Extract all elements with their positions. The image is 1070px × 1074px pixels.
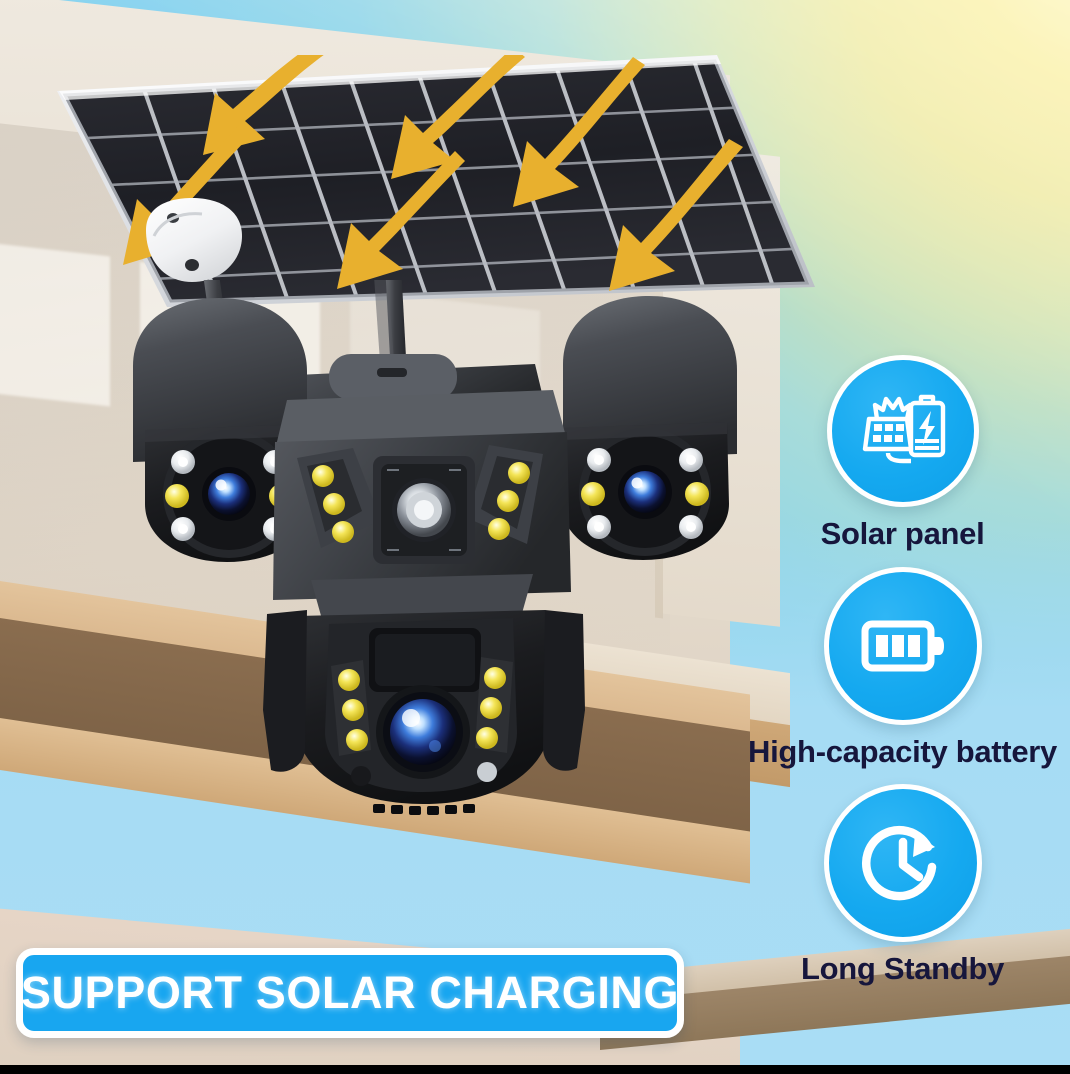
clock-refresh-icon (861, 826, 936, 901)
standby-badge (823, 784, 982, 943)
battery-full-icon (861, 620, 944, 672)
banner-text: SUPPORT SOLAR CHARGING (20, 967, 680, 1018)
battery-badge (823, 566, 982, 725)
feature-label: High-capacity battery (748, 733, 1057, 769)
feature-solar-panel: Solar panel (735, 355, 1070, 551)
camera-center-module (273, 390, 571, 600)
feature-list: Solar panel High-capacity battery (735, 355, 1070, 986)
solar-panel-battery-icon (862, 394, 945, 464)
feature-label: Long Standby (800, 951, 1005, 987)
feature-label: Solar panel (820, 516, 985, 551)
footer-black-bar (0, 1065, 1070, 1074)
wall-mount-bracket (140, 196, 245, 286)
feature-high-capacity-battery: High-capacity battery (735, 566, 1070, 769)
solar-panel-badge (826, 355, 979, 507)
camera-pod-right (561, 296, 737, 560)
security-camera-unit (115, 262, 755, 820)
support-solar-charging-banner: SUPPORT SOLAR CHARGING (16, 948, 684, 1038)
camera-pod-left (133, 298, 313, 562)
feature-long-standby: Long Standby (735, 784, 1070, 986)
camera-pod-bottom (293, 610, 553, 815)
solar-panel (55, 55, 815, 315)
